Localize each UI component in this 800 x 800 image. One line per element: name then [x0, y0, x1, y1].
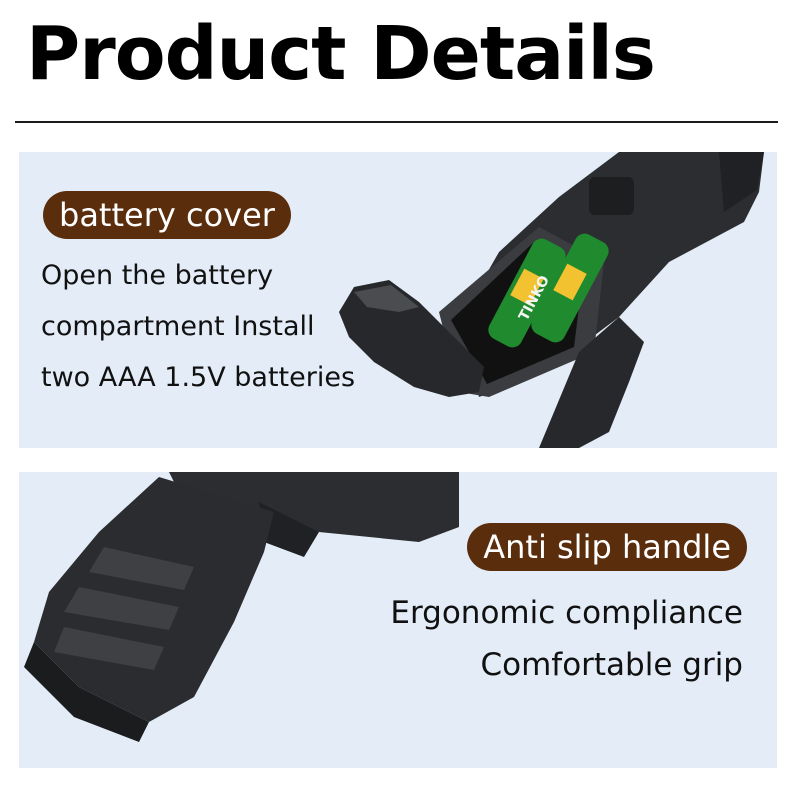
handle-description: Ergonomic compliance Comfortable grip	[390, 587, 743, 691]
description-line: Comfortable grip	[480, 647, 743, 683]
battery-cover-panel: TINKO battery cover Open the battery com…	[19, 152, 777, 448]
battery-cover-description: Open the battery compartment Install two…	[41, 250, 355, 403]
description-line: compartment Install	[41, 311, 315, 342]
page-title: Product Details	[26, 11, 656, 97]
battery-compartment-illustration: TINKO	[339, 152, 764, 448]
anti-slip-handle-panel: Anti slip handle Ergonomic compliance Co…	[19, 472, 777, 768]
anti-slip-handle-badge: Anti slip handle	[467, 523, 747, 571]
description-line: Ergonomic compliance	[390, 595, 743, 631]
description-line: two AAA 1.5V batteries	[41, 362, 356, 393]
title-divider	[15, 121, 778, 123]
battery-cover-badge: battery cover	[43, 191, 291, 239]
battery-icon	[488, 233, 609, 348]
description-line: Open the battery	[41, 260, 274, 291]
handle-grip-illustration	[24, 472, 459, 742]
